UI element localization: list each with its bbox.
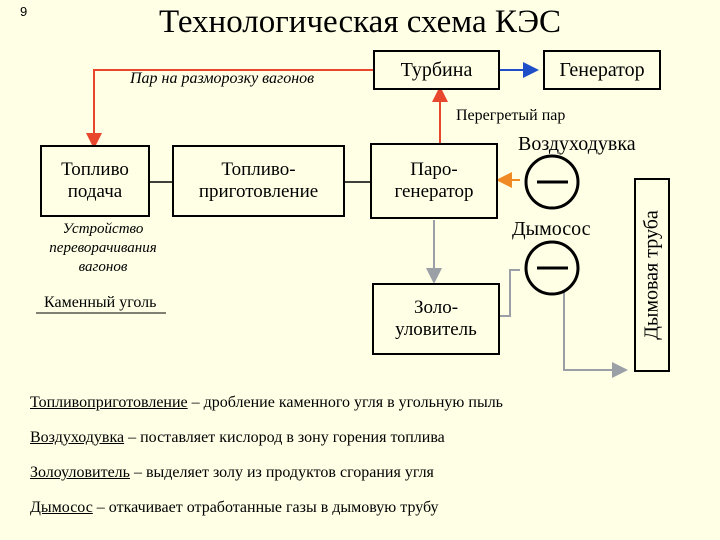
note-text: – поставляет кислород в зону горения топ… (124, 429, 445, 446)
tipper-label: Устройство переворачивания вагонов (49, 221, 157, 275)
fuel-supply-box: Топливо подача (40, 145, 150, 217)
note-text: – выделяет золу из продуктов сгорания уг… (129, 464, 434, 481)
turbine-box: Турбина (373, 50, 500, 90)
coal-label: Каменный уголь (44, 294, 157, 311)
note-term: Дымосос (30, 499, 93, 516)
note-term: Воздуходувка (30, 429, 125, 446)
note-term: Топливоприготовление (30, 394, 188, 411)
exhauster-to-chimney-line (563, 292, 628, 378)
steam-defrost-label: Пар на разморозку вагонов (130, 70, 315, 87)
note-text: – откачивает отработанные газы в дымовую… (92, 499, 439, 516)
note-fuel-prep: Топливоприготовление – дробление каменно… (30, 394, 503, 412)
smoke-exhauster-fan-icon (524, 240, 580, 296)
blower-label: Воздуходувка (518, 133, 636, 155)
ash-to-exhauster-line (500, 269, 520, 317)
slide-number: 9 (20, 4, 28, 19)
steam-generator-box: Паро-генератор (370, 143, 498, 219)
smoke-exhauster-label: Дымосос (512, 218, 591, 240)
superheated-steam-label: Перегретый пар (456, 107, 566, 124)
note-term: Золоуловитель (30, 464, 130, 481)
chimney-box: Дымовая труба (634, 178, 670, 372)
note-ash-collector: Золоуловитель – выделяет золу из продукт… (30, 464, 434, 482)
note-text: – дробление каменного угля в угольную пы… (187, 394, 503, 411)
blower-fan-icon (524, 154, 580, 210)
page-title: Технологическая схема КЭС (158, 4, 562, 40)
steam-defrost-line (86, 69, 373, 149)
ash-collector-box: Золо-уловитель (372, 283, 500, 355)
note-smoke-exhauster: Дымосос – откачивает отработанные газы в… (30, 499, 439, 517)
fuel-prep-box: Топливо-приготовление (172, 145, 345, 217)
generator-box: Генератор (543, 50, 661, 90)
chimney-label: Дымовая труба (640, 210, 663, 340)
note-blower: Воздуходувка – поставляет кислород в зон… (30, 429, 445, 447)
